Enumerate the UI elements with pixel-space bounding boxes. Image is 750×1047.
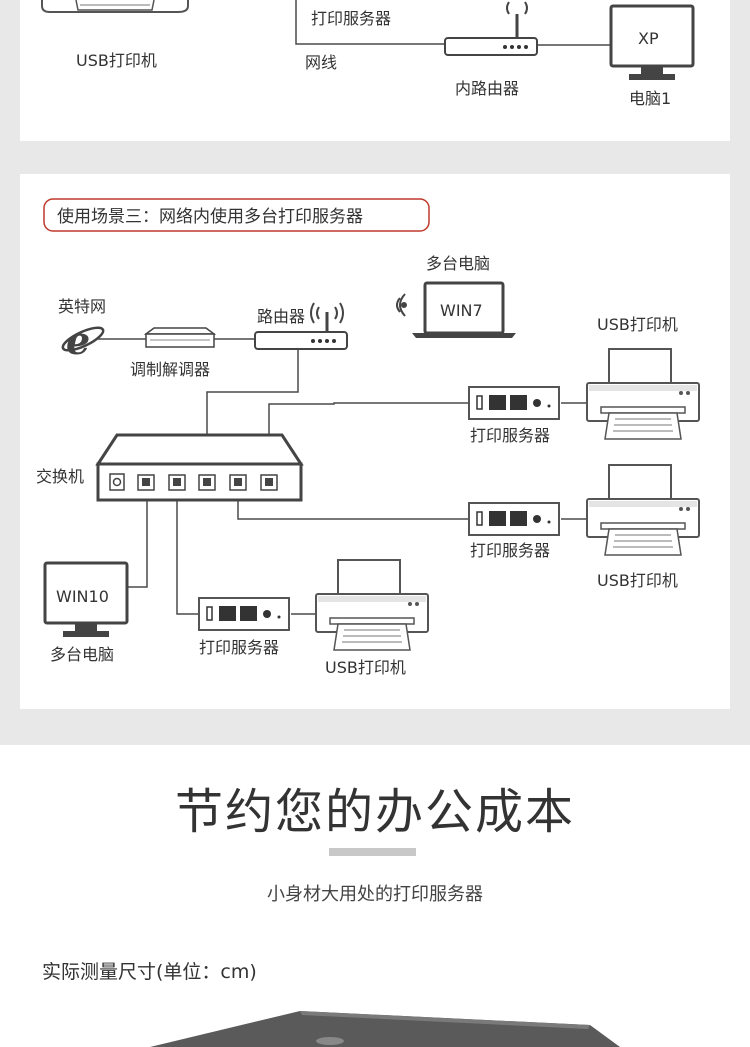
headline: 节约您的办公成本 xyxy=(174,784,575,840)
print-server-icon xyxy=(468,386,560,420)
print-server-icon xyxy=(198,597,290,631)
scenario3-title: 使用场景三：网络内使用多台打印服务器 xyxy=(57,206,363,227)
usb-printer-icon xyxy=(586,464,700,556)
multi-pc-label: 多台电脑 xyxy=(426,254,490,273)
router-label: 路由器 xyxy=(257,307,305,326)
usb-printer-label: USB打印机 xyxy=(76,51,157,70)
xp-screen-label: XP xyxy=(638,29,659,48)
usb-printer-icon xyxy=(586,348,700,440)
print-server-label-2: 打印服务器 xyxy=(470,541,550,560)
modem-label: 调制解调器 xyxy=(130,360,210,379)
usb-printer-label-3: USB打印机 xyxy=(325,658,406,677)
cable-label: 网线 xyxy=(305,53,337,72)
print-server-label-3: 打印服务器 xyxy=(199,638,279,657)
router-label: 内路由器 xyxy=(455,79,519,98)
usb-printer-icon xyxy=(315,559,429,651)
usb-printer-icon xyxy=(41,0,189,13)
print-server-label: 打印服务器 xyxy=(311,9,391,28)
internet-explorer-icon: e xyxy=(61,318,105,363)
scenario3-panel: 使用场景三：网络内使用多台打印服务器 英特网 e 调制解调器 xyxy=(20,174,730,709)
laptop-icon xyxy=(412,281,516,338)
usb-printer-label-2: USB打印机 xyxy=(597,571,678,590)
multi-pc-desktop-label: 多台电脑 xyxy=(50,645,114,664)
wifi-signal-icon xyxy=(396,293,407,317)
win7-screen-label: WIN7 xyxy=(440,301,483,320)
modem-icon xyxy=(143,327,217,348)
computer1-label: 电脑1 xyxy=(629,89,671,108)
scenario-top-panel: USB打印机 打印服务器 网线 内路由器 XP 电脑1 xyxy=(20,0,730,141)
switch-label: 交换机 xyxy=(36,467,84,486)
measurement-label: 实际测量尺寸(单位：cm) xyxy=(42,961,257,983)
switch-icon xyxy=(95,433,304,502)
headline-divider xyxy=(329,848,416,856)
win10-screen-label: WIN10 xyxy=(56,587,109,606)
internet-label: 英特网 xyxy=(58,297,106,316)
svg-text:e: e xyxy=(66,318,90,363)
usb-printer-label-1: USB打印机 xyxy=(597,315,678,334)
cost-saving-section xyxy=(0,745,750,1047)
subtitle: 小身材大用处的打印服务器 xyxy=(267,884,483,905)
scenario3-title-frame xyxy=(43,198,430,232)
cable-line xyxy=(295,0,446,45)
print-server-label-1: 打印服务器 xyxy=(470,426,550,445)
router-icon xyxy=(444,1,538,56)
product-image xyxy=(150,1011,620,1047)
print-server-icon xyxy=(468,502,560,536)
